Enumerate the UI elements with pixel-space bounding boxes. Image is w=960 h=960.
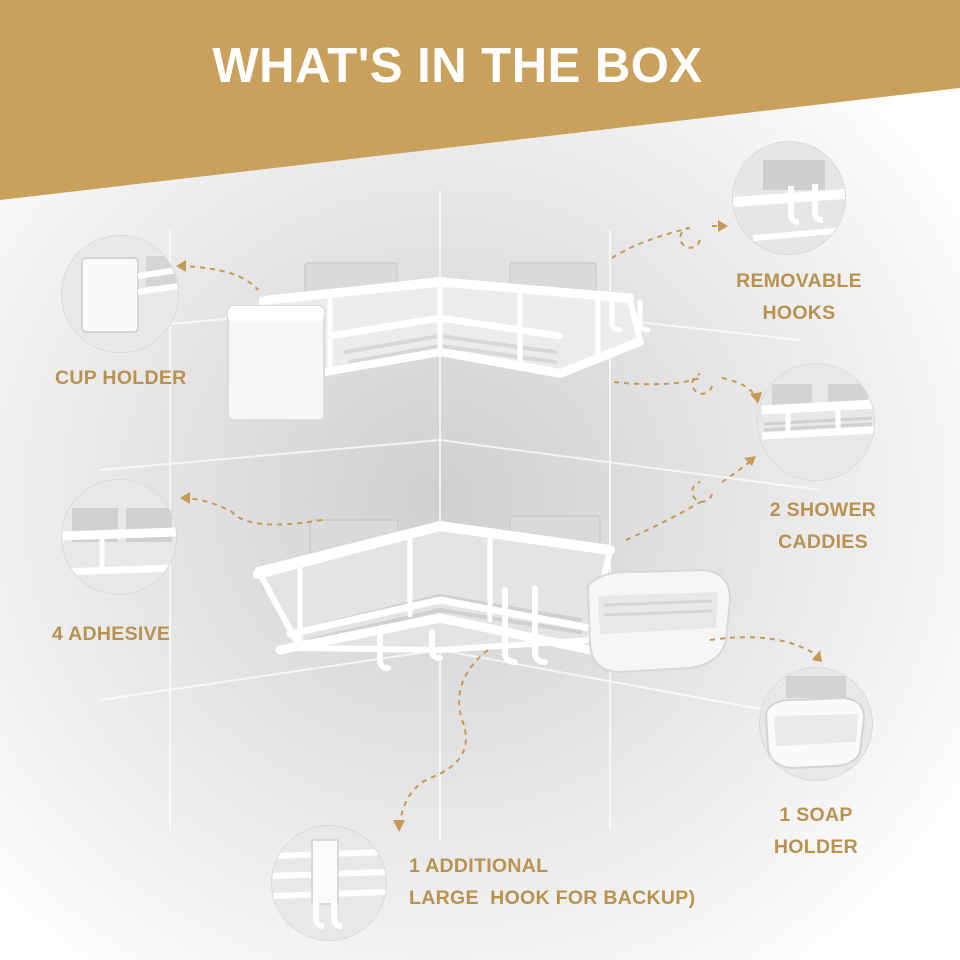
shower-caddies-thumbnail-image [758,364,874,480]
cup-holder-thumbnail [62,236,178,352]
label-large-hook: 1 ADDITIONAL LARGE HOOK FOR BACKUP) [409,855,696,909]
removable-hooks-thumbnail [733,142,845,254]
shower-caddies-thumbnail [758,364,874,480]
cup-holder-illustration [227,305,325,421]
top-shower-caddy [259,277,644,378]
soap-holder-illustration [586,568,732,674]
arrow-heads [176,220,822,832]
label-shower-caddies: 2 SHOWER CADDIES [769,499,877,553]
cup-holder-thumbnail-image [62,236,178,352]
bottom-caddy-hooks [377,585,548,671]
large-hook-thumbnail-image [272,826,386,940]
label-cup-holder: CUP HOLDER [55,367,187,389]
large-hook-thumbnail [272,826,386,940]
adhesive-thumbnail-image [62,480,176,594]
page-title: WHAT'S IN THE BOX [212,39,703,93]
label-removable-hooks: REMOVABLE HOOKS [736,270,862,324]
bottom-shower-caddy [253,521,615,655]
label-adhesive: 4 ADHESIVE [52,623,171,645]
label-soap-holder: 1 SOAP HOLDER [773,804,859,858]
soap-holder-thumbnail-image [760,668,872,780]
header-banner [0,0,960,200]
top-caddy-hooks [609,297,651,333]
adhesive-thumbnail [62,480,176,594]
removable-hooks-thumbnail-image [733,142,845,254]
soap-holder-thumbnail [760,668,872,780]
